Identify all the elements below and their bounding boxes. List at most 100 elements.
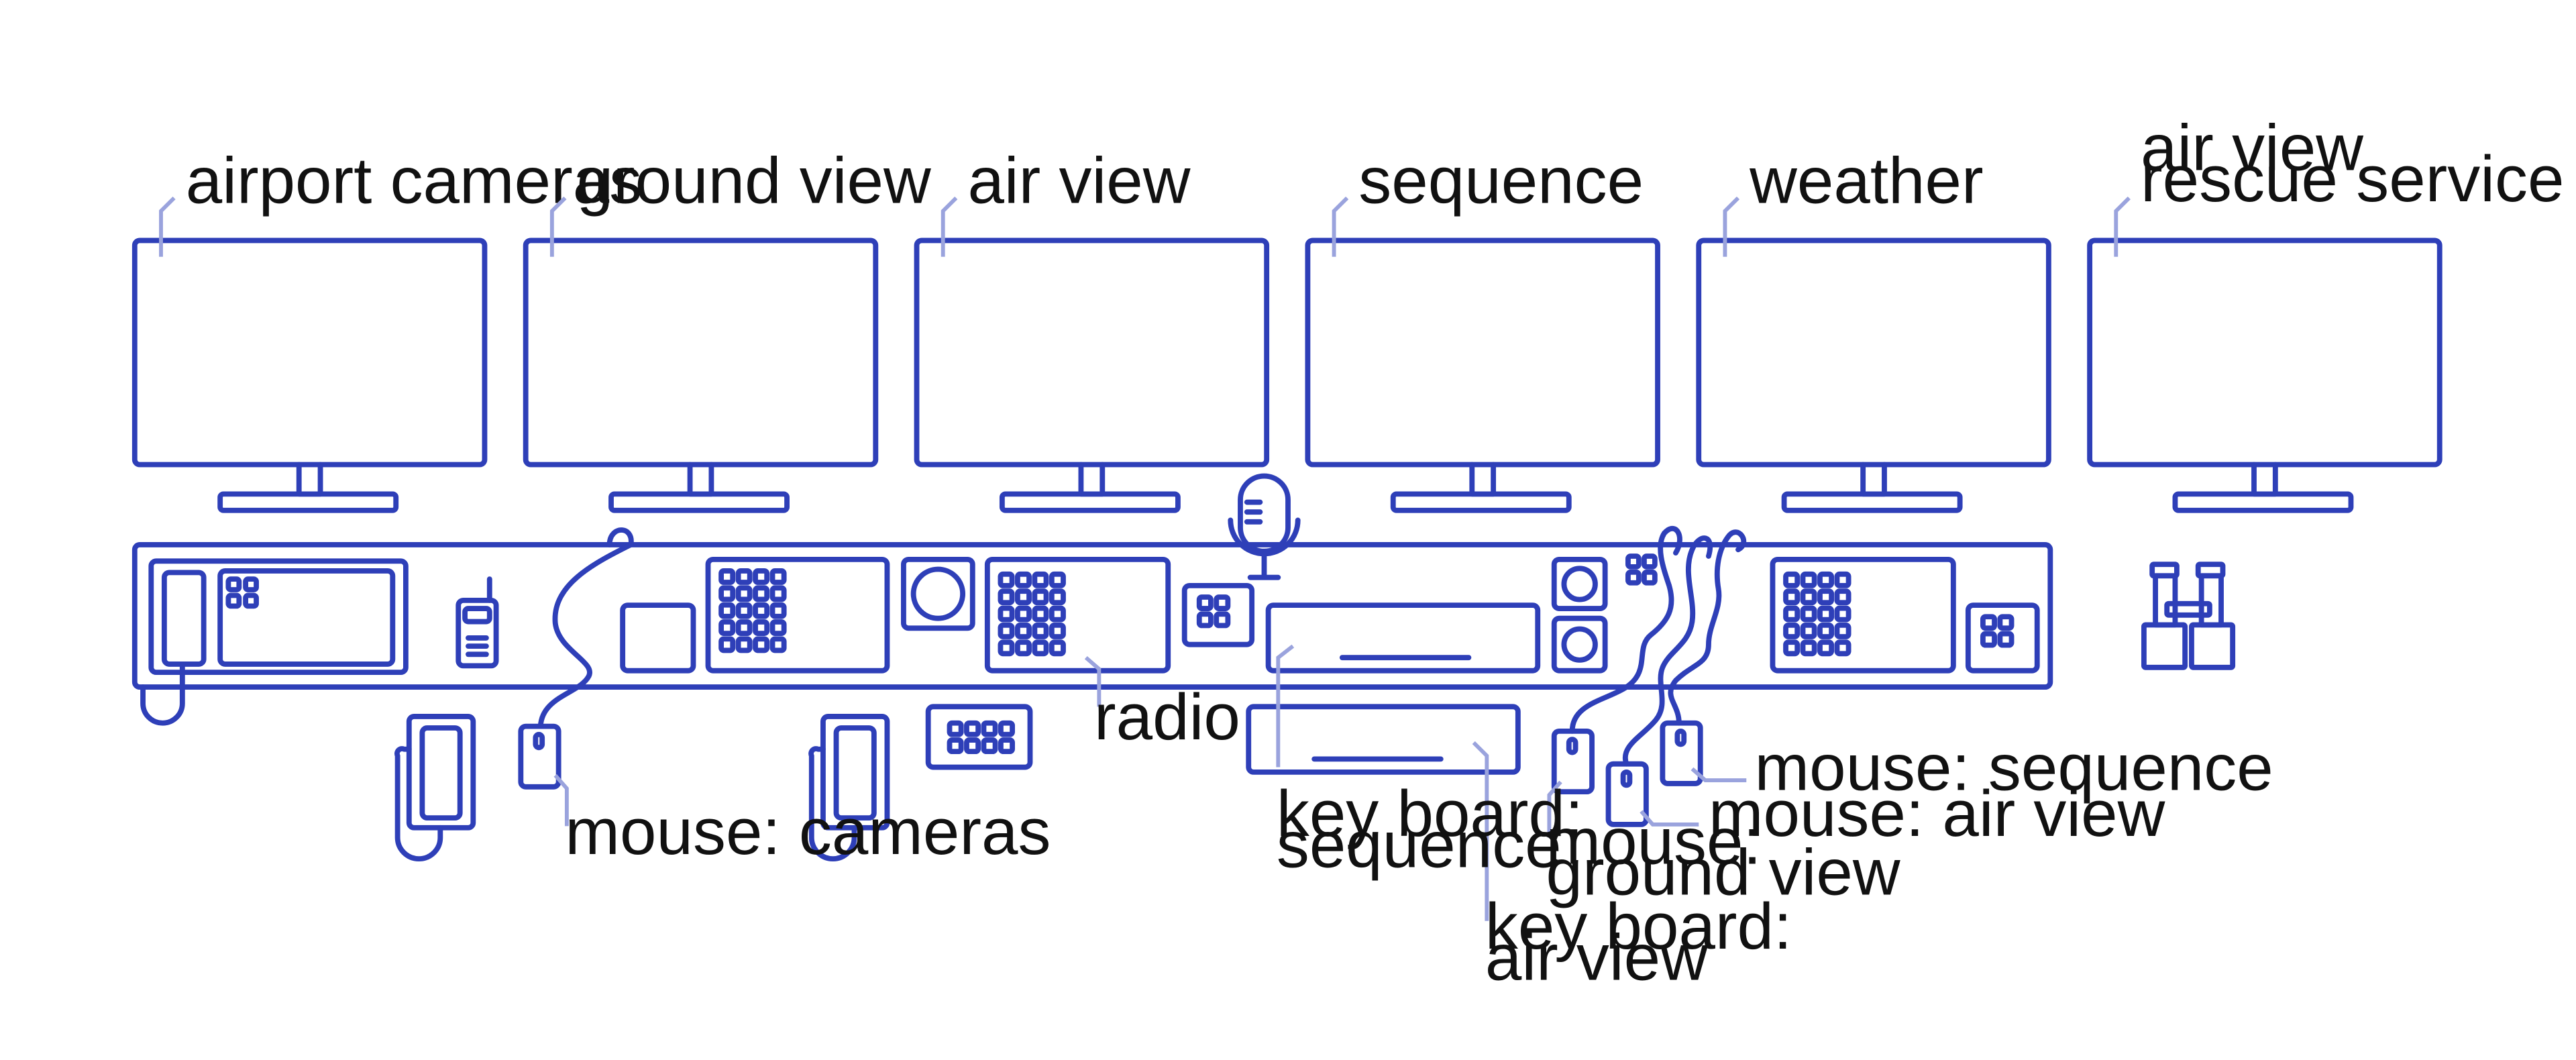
key — [1196, 611, 1214, 629]
label-line: radio — [1094, 680, 1240, 753]
label-radio: radio — [1094, 680, 1240, 753]
monitor-label: weather — [1749, 144, 1983, 217]
leader-line — [2114, 196, 2131, 257]
mouse-cable-air-view — [1622, 535, 1713, 767]
label-line: ground view — [1546, 836, 1900, 909]
monitor-label: sequence — [1358, 144, 1644, 217]
key — [1997, 631, 2015, 648]
key — [718, 585, 736, 602]
key — [998, 639, 1015, 657]
keypad-icon — [998, 571, 1066, 657]
desk-console — [131, 542, 2053, 690]
monitor-label: air view — [967, 144, 1190, 217]
label-keyboard-air-view: key board:air view — [1485, 890, 1792, 994]
mouse-icon — [518, 723, 561, 790]
label-line: mouse: air view — [1709, 777, 2165, 850]
key — [718, 636, 736, 653]
key — [1834, 571, 1851, 588]
key — [998, 588, 1015, 606]
desk-equipment — [131, 473, 2236, 921]
button-module-2 — [1965, 602, 2040, 674]
key — [1817, 571, 1835, 588]
label-mouse-sequence: mouse: sequence — [1755, 731, 2273, 804]
monitor-icon: ground view — [523, 144, 932, 513]
keypad-icon — [718, 568, 787, 653]
key — [1800, 639, 1817, 657]
dial-icon — [1561, 626, 1598, 663]
label-line: mouse: — [1546, 805, 1761, 878]
keypad-icon — [1783, 571, 1851, 657]
key — [1980, 614, 1997, 631]
phone-icon — [394, 714, 476, 861]
leader-line — [1332, 196, 1349, 257]
key — [1014, 571, 1032, 588]
key — [947, 737, 964, 755]
label-line: sequence — [1358, 144, 1644, 217]
key — [1642, 570, 1658, 586]
leader-line — [159, 196, 176, 257]
key — [1834, 588, 1851, 606]
leader-keyboard-sequence — [1276, 644, 1295, 767]
mouse-cable-sequence — [1668, 529, 1747, 726]
key — [1834, 623, 1851, 639]
binoculars-icon — [2141, 562, 2236, 670]
key — [1049, 571, 1066, 588]
key — [1032, 588, 1049, 606]
key — [998, 720, 1015, 737]
monitor-icon: air viewrescue service — [2087, 111, 2564, 513]
phone-handset-icon — [161, 570, 207, 667]
key — [769, 568, 787, 585]
key — [1032, 571, 1049, 588]
key — [1800, 571, 1817, 588]
leader-line — [941, 196, 958, 257]
key — [1783, 605, 1801, 623]
key — [718, 602, 736, 619]
key — [947, 720, 964, 737]
key — [1834, 639, 1851, 657]
label-line: weather — [1749, 144, 1983, 217]
label-keyboard-sequence: key board:sequence — [1277, 777, 1583, 881]
keypad-module — [925, 704, 1033, 770]
key — [1049, 639, 1066, 657]
key — [1032, 623, 1049, 639]
leader-mouse-cameras — [553, 774, 569, 827]
key — [1049, 588, 1066, 606]
key — [769, 619, 787, 637]
key — [1817, 623, 1835, 639]
keyboard-icon — [1265, 602, 1541, 674]
key — [735, 568, 753, 585]
key — [753, 619, 770, 637]
monitor-label: air viewrescue service — [2141, 111, 2564, 215]
key — [1800, 623, 1817, 639]
key — [735, 585, 753, 602]
label-line: ground view — [577, 144, 932, 217]
key — [718, 568, 736, 585]
label-line: mouse: sequence — [1755, 731, 2273, 804]
key — [1014, 639, 1032, 657]
mouse-icon — [1605, 761, 1649, 827]
label-mouse-air-view: mouse: air view — [1709, 777, 2165, 850]
key — [1032, 639, 1049, 657]
key — [718, 619, 736, 637]
keypad-icon — [1980, 614, 2015, 648]
key — [769, 636, 787, 653]
key — [1783, 639, 1801, 657]
key — [1817, 639, 1835, 657]
mouse-icon — [1551, 729, 1595, 795]
keyboard-icon — [1246, 704, 1521, 775]
leader-mouse-air-view — [1640, 810, 1699, 827]
key — [1997, 614, 2015, 631]
monitor-label: airport cameras — [186, 144, 642, 217]
key — [1800, 605, 1817, 623]
monitor-icon: air view — [914, 144, 1270, 513]
key — [1783, 623, 1801, 639]
label-line: airport cameras — [186, 144, 642, 217]
key — [1214, 594, 1231, 611]
dial-icon — [910, 566, 966, 621]
key — [1834, 605, 1851, 623]
mouse-cable-ground-view — [1569, 526, 1682, 734]
key — [998, 605, 1015, 623]
label-line: air view — [1485, 921, 1708, 994]
